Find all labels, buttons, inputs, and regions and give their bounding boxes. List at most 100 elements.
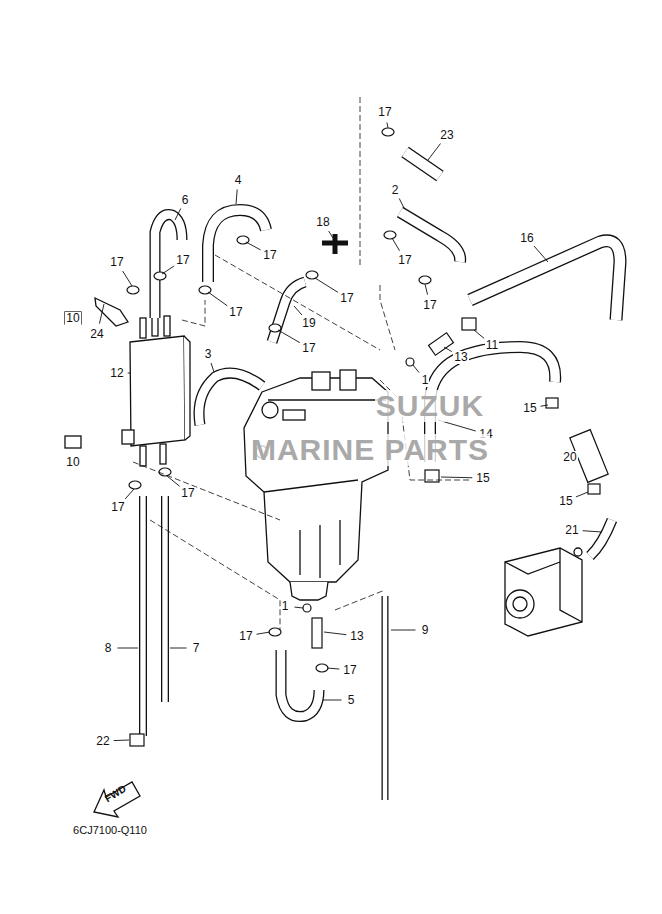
leader-line bbox=[208, 292, 227, 306]
callout-number: 13 bbox=[453, 351, 468, 364]
leader-line bbox=[387, 122, 388, 128]
callout-number: 17 bbox=[422, 299, 437, 312]
clamp bbox=[546, 398, 558, 408]
tee-joint bbox=[322, 234, 348, 254]
assembly-line bbox=[215, 255, 380, 350]
assembly-line bbox=[380, 285, 395, 350]
callout-number: 5 bbox=[347, 694, 356, 707]
callout-number: 16 bbox=[519, 232, 534, 245]
callout-number: 15 bbox=[558, 495, 573, 508]
callout-number: 13 bbox=[349, 630, 364, 643]
leader-line bbox=[425, 284, 428, 295]
fitting bbox=[429, 333, 454, 355]
callout-number: 17 bbox=[377, 106, 392, 119]
assembly-line bbox=[150, 520, 280, 630]
callout-number: 11 bbox=[485, 339, 499, 352]
hose-fill bbox=[470, 241, 620, 320]
leader-line bbox=[128, 373, 131, 374]
callout-number: 17 bbox=[109, 256, 124, 269]
fittings bbox=[127, 128, 608, 746]
callout-number: 15 bbox=[475, 472, 490, 485]
leader-line bbox=[294, 607, 303, 609]
watermark: MARINE PARTS bbox=[250, 434, 490, 466]
callout-number: 18 bbox=[315, 216, 330, 229]
callout-number: 17 bbox=[339, 292, 354, 305]
callout-number: 17 bbox=[238, 630, 253, 643]
callout-number: 6 bbox=[181, 194, 190, 207]
callout-number: 1 bbox=[281, 600, 290, 613]
hose-clamp bbox=[269, 628, 281, 636]
hose-fill bbox=[281, 650, 319, 717]
leader-line bbox=[170, 648, 187, 649]
o-ring bbox=[406, 358, 414, 366]
hose-fill bbox=[272, 282, 305, 342]
leader-line bbox=[392, 238, 400, 251]
leader-line bbox=[327, 668, 339, 669]
hose-outline bbox=[161, 496, 169, 702]
leader-line bbox=[278, 330, 300, 343]
callout-number: 17 bbox=[397, 254, 412, 267]
leader-line bbox=[315, 278, 338, 292]
leader-line bbox=[236, 189, 237, 204]
hose-outline bbox=[405, 152, 440, 176]
leader-line bbox=[576, 492, 588, 497]
leader-line bbox=[175, 208, 181, 220]
elbow bbox=[130, 734, 144, 746]
callout-number: 24 bbox=[89, 328, 104, 341]
callout-number: 17 bbox=[110, 501, 125, 514]
clamp bbox=[462, 318, 476, 330]
hose-outline bbox=[281, 650, 319, 717]
callout-number: 3 bbox=[204, 348, 213, 361]
hose-outline bbox=[139, 496, 147, 736]
watermark: SUZUK bbox=[375, 390, 485, 422]
leader-line bbox=[399, 198, 404, 208]
callout-number: 17 bbox=[342, 664, 357, 677]
leader-line bbox=[329, 231, 333, 238]
callout-number: 12 bbox=[109, 367, 124, 380]
fuel-filter bbox=[65, 298, 190, 466]
leader-line bbox=[257, 632, 270, 634]
leader-line bbox=[413, 365, 419, 373]
callout-number: 22 bbox=[95, 735, 110, 748]
hose-clamp bbox=[154, 272, 166, 280]
leader-line bbox=[99, 304, 104, 324]
leader-line bbox=[534, 246, 548, 262]
callout-number: 1 bbox=[421, 374, 430, 387]
callout-number: 7 bbox=[192, 642, 201, 655]
hose-outline bbox=[590, 520, 612, 556]
callout-number: 10 bbox=[65, 312, 80, 325]
hose-fill bbox=[405, 152, 440, 176]
callout-number: 4 bbox=[234, 174, 243, 187]
leader-line bbox=[583, 531, 602, 532]
hose-fill bbox=[140, 496, 145, 736]
leader-line bbox=[541, 405, 548, 406]
leader-line bbox=[246, 242, 261, 250]
hose-outline bbox=[470, 241, 620, 320]
leader-line bbox=[125, 489, 134, 499]
callout-number: 9 bbox=[421, 624, 430, 637]
hose-fill bbox=[590, 520, 612, 556]
callout-number: 17 bbox=[180, 487, 195, 500]
callout-number: 21 bbox=[564, 524, 579, 537]
assembly-line bbox=[133, 462, 280, 520]
leader-line bbox=[167, 476, 180, 486]
callout-number: 23 bbox=[439, 129, 454, 142]
callout-number: 17 bbox=[301, 342, 316, 355]
leader-line bbox=[441, 477, 472, 479]
hose-clamp bbox=[384, 231, 396, 239]
assembly-line bbox=[182, 300, 205, 326]
hose-clamp bbox=[129, 481, 141, 489]
callout-number: 15 bbox=[522, 402, 537, 415]
fitting bbox=[312, 618, 322, 648]
vapor-separator bbox=[244, 370, 388, 600]
leader-line bbox=[444, 347, 452, 352]
hose-clamp bbox=[316, 664, 328, 672]
hose-clamp bbox=[127, 286, 139, 294]
leader-line bbox=[474, 330, 484, 338]
hose-fill bbox=[383, 596, 387, 800]
callout-number: 17 bbox=[262, 249, 277, 262]
hose-outline bbox=[199, 373, 262, 425]
leader-line bbox=[391, 630, 416, 631]
leader-line bbox=[294, 306, 302, 315]
callout-number: 10 bbox=[65, 456, 80, 469]
